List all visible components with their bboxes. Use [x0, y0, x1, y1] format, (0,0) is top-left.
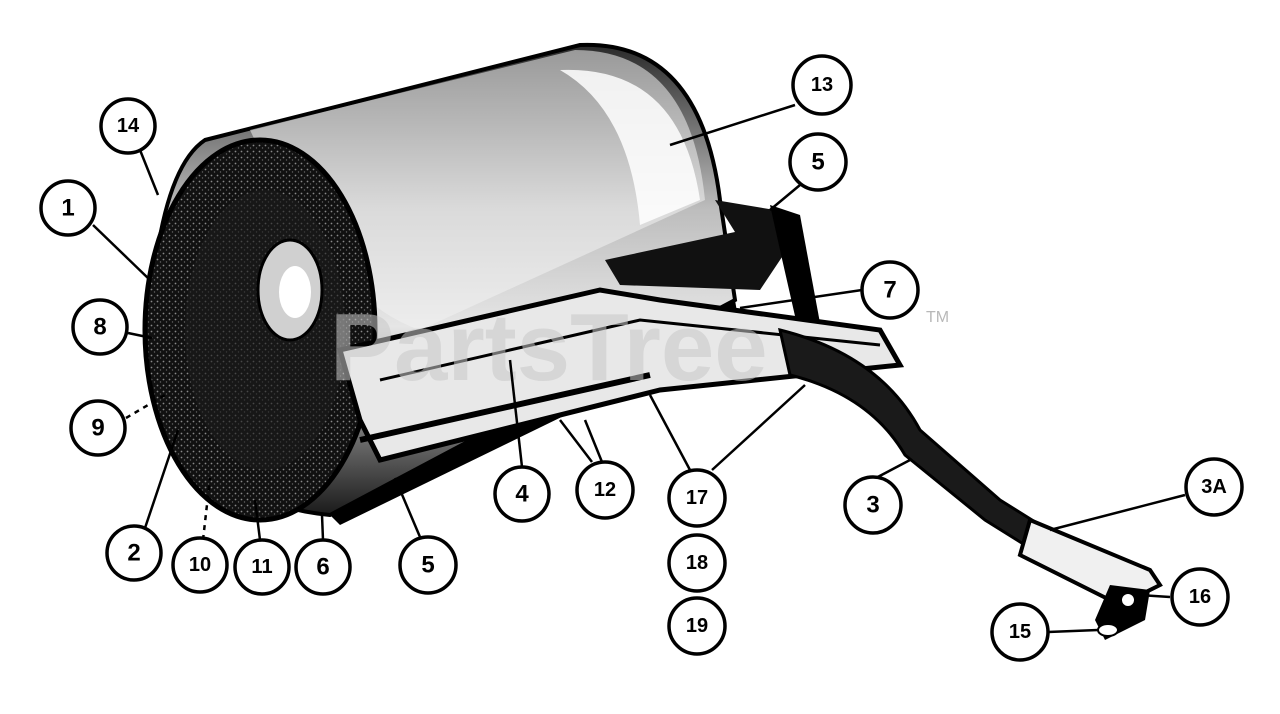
svg-text:15: 15	[1009, 621, 1031, 643]
callout-3a: 3A	[1184, 457, 1244, 517]
callout-1: 1	[39, 179, 97, 237]
handle	[778, 327, 1163, 640]
callout-11: 11	[233, 538, 291, 596]
leader-13	[669, 103, 796, 147]
leader-16	[1139, 593, 1171, 599]
svg-text:13: 13	[811, 74, 833, 96]
callout-2: 2	[105, 524, 163, 582]
svg-text:14: 14	[117, 115, 140, 137]
callout-17: 17	[667, 468, 727, 528]
callout-10: 10	[171, 536, 229, 594]
svg-text:12: 12	[594, 479, 616, 501]
svg-text:10: 10	[189, 554, 211, 576]
callout-5-bottom: 5	[398, 535, 458, 595]
leader-lines	[92, 103, 1186, 634]
watermark-text: PartsTree	[330, 294, 768, 401]
svg-text:8: 8	[93, 314, 106, 341]
callout-6: 6	[294, 538, 352, 596]
svg-text:16: 16	[1189, 586, 1211, 608]
svg-text:6: 6	[316, 554, 329, 581]
svg-text:3: 3	[866, 492, 879, 519]
leader-8	[127, 331, 153, 340]
svg-text:1: 1	[61, 195, 74, 222]
svg-text:5: 5	[811, 149, 824, 176]
watermark: PartsTree TM	[330, 294, 949, 401]
leader-17a	[648, 394, 692, 471]
leader-15	[1047, 628, 1099, 634]
callout-18: 18	[667, 533, 727, 593]
svg-text:19: 19	[686, 615, 708, 637]
callout-14: 14	[99, 97, 157, 155]
leader-4	[508, 359, 524, 468]
leader-12b	[583, 419, 604, 463]
leader-9	[125, 393, 166, 420]
leader-6	[320, 514, 325, 541]
svg-text:17: 17	[686, 487, 708, 509]
leader-11	[253, 499, 262, 541]
leader-2	[143, 429, 180, 529]
leader-5b	[393, 477, 422, 538]
callout-3: 3	[843, 475, 903, 535]
svg-text:7: 7	[883, 277, 896, 304]
svg-text:11: 11	[251, 556, 272, 578]
callout-4: 4	[493, 465, 551, 523]
svg-text:5: 5	[421, 552, 434, 579]
svg-text:4: 4	[515, 481, 529, 508]
callout-9: 9	[69, 399, 127, 457]
leader-14	[138, 149, 160, 196]
watermark-trademark: TM	[926, 309, 949, 326]
callout-12: 12	[575, 460, 635, 520]
callout-5-top: 5	[788, 132, 848, 192]
leader-17b	[711, 384, 806, 471]
svg-text:2: 2	[127, 540, 140, 567]
callout-19: 19	[667, 596, 727, 656]
callout-15: 15	[990, 602, 1050, 662]
leader-10	[201, 477, 212, 541]
leader-12a	[559, 419, 593, 463]
callout-13: 13	[791, 54, 853, 116]
callout-8: 8	[71, 298, 129, 356]
svg-text:3A: 3A	[1201, 476, 1227, 498]
callout-16: 16	[1170, 567, 1230, 627]
leader-5t	[769, 184, 801, 211]
callouts: 14 1 8 9 2 10 11 6	[39, 54, 1244, 662]
leader-3a	[1049, 493, 1186, 532]
svg-text:9: 9	[91, 415, 104, 442]
leader-7	[739, 288, 863, 310]
leader-1	[92, 224, 151, 281]
callout-7: 7	[860, 260, 920, 320]
svg-text:18: 18	[686, 552, 708, 574]
